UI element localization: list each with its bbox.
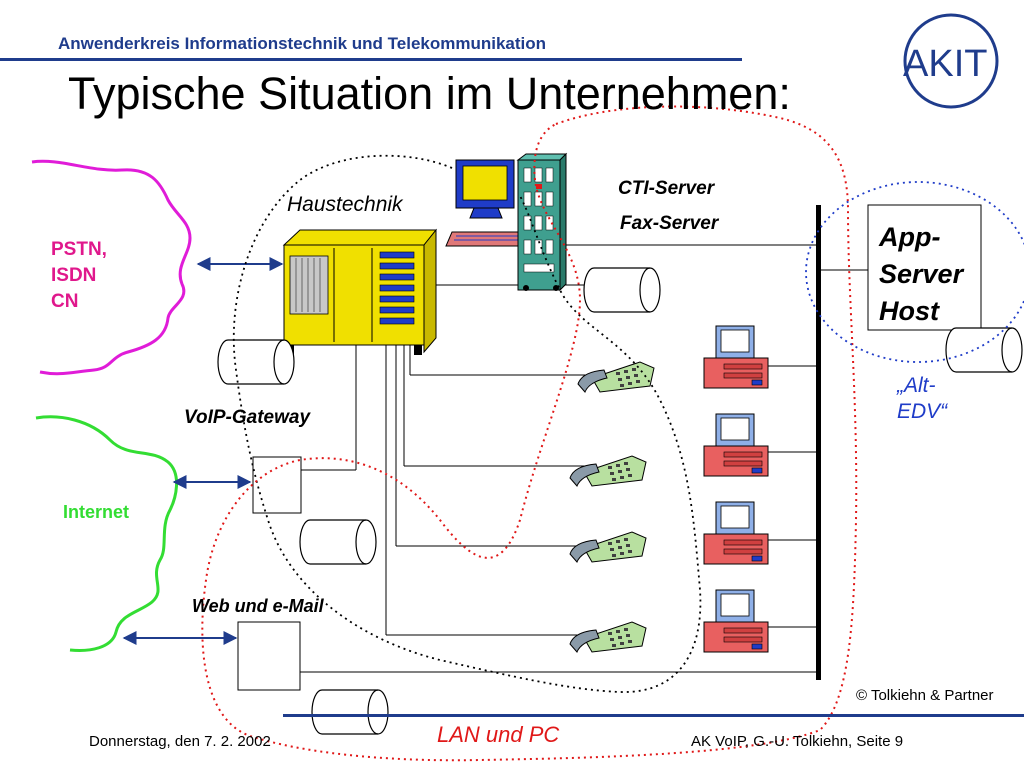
- app-server-label: App- Server Host: [879, 219, 963, 330]
- desk-phone-1: [577, 361, 655, 393]
- alt-edv-label-line: „Alt-: [897, 374, 936, 397]
- haustechnik-label: Haustechnik: [287, 193, 403, 216]
- web-email-label: Web und e-Mail: [192, 596, 324, 616]
- pstn-label: PSTN, ISDN CN: [51, 237, 107, 315]
- fax-server-label: Fax-Server: [620, 213, 719, 234]
- footer-page-info: AK VoIP, G.-U. Tolkiehn, Seite 9: [691, 733, 904, 750]
- pstn-label-line: ISDN: [51, 265, 97, 286]
- storage-drum-app: [945, 327, 1023, 373]
- storage-drum-voip: [299, 519, 377, 565]
- header-rule: [0, 58, 742, 61]
- pstn-label-line: CN: [51, 291, 79, 312]
- storage-drum-cti: [583, 267, 661, 313]
- voip-gateway-label: VoIP-Gateway: [184, 407, 311, 428]
- storage-drum-pbx: [217, 339, 295, 385]
- page-title: Typische Situation im Unternehmen:: [68, 68, 791, 119]
- desk-phone-2: [569, 455, 647, 487]
- storage-drum-web: [311, 689, 389, 735]
- lan-pc-label: LAN und PC: [437, 722, 560, 747]
- alt-edv-label-line: EDV“: [897, 400, 948, 423]
- internet-label: Internet: [63, 502, 130, 522]
- cti-server-label: CTI-Server: [618, 178, 715, 199]
- client-pc-1: [703, 325, 769, 389]
- app-server-label-line: Host: [879, 296, 939, 326]
- pstn-cloud-boundary: [31, 159, 192, 376]
- client-pc-3: [703, 501, 769, 565]
- akit-logo: AKIT: [890, 13, 999, 109]
- pstn-label-line: PSTN,: [51, 239, 107, 260]
- desk-phone-4: [569, 621, 647, 653]
- lan-pc-boundary: [201, 105, 858, 762]
- app-server-box: [867, 204, 982, 331]
- header-organization: Anwenderkreis Informationstechnik und Te…: [58, 34, 547, 53]
- cti-server-workstation: [445, 152, 568, 292]
- internet-cloud-boundary: [35, 415, 178, 652]
- lan-backbone: [816, 205, 821, 680]
- voip-gateway-box: [252, 456, 302, 514]
- pbx-cabinet: [282, 228, 438, 355]
- client-pc-2: [703, 413, 769, 477]
- desk-phone-3: [569, 531, 647, 563]
- copyright-notice: © Tolkiehn & Partner: [856, 687, 994, 704]
- web-email-box: [237, 621, 301, 691]
- wiring: [300, 244, 868, 673]
- client-pc-4: [703, 589, 769, 653]
- app-server-label-line: App-: [879, 222, 941, 252]
- footer-rule: [283, 714, 1024, 717]
- alt-edv-label: „Alt- EDV“: [897, 373, 947, 425]
- footer-date: Donnerstag, den 7. 2. 2002: [89, 733, 271, 750]
- app-server-label-line: Server: [879, 259, 964, 289]
- logo-text: AKIT: [903, 43, 987, 85]
- haustechnik-boundary: [232, 154, 702, 693]
